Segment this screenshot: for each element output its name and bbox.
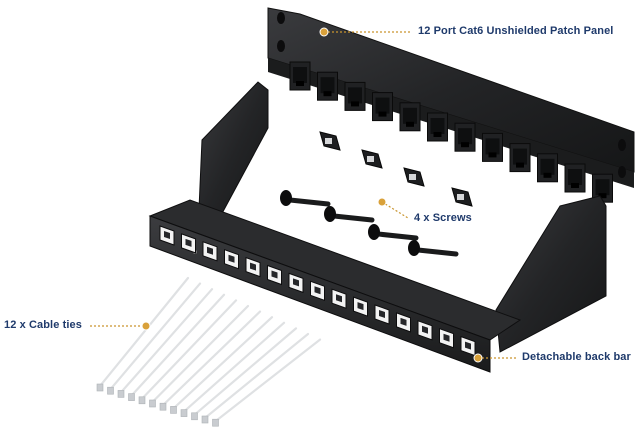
callout-dot — [319, 27, 329, 37]
cable-tie — [117, 288, 214, 398]
screw — [324, 206, 375, 223]
bar-slot — [245, 256, 261, 278]
bar-slot — [224, 248, 239, 270]
mount-hole — [277, 40, 285, 52]
cable-tie — [128, 293, 226, 401]
bar-slot — [353, 296, 368, 317]
bar-slot — [181, 233, 196, 254]
rj45-port — [454, 122, 476, 152]
cable-tie — [201, 332, 310, 424]
cage-nut — [361, 149, 383, 169]
panel-label: 12 Port Cat6 Unshielded Patch Panel — [418, 25, 614, 37]
callout-dot — [141, 321, 151, 331]
mount-hole — [618, 139, 626, 151]
bar-slot — [417, 320, 433, 341]
rj45-port — [564, 163, 586, 193]
rj45-port — [427, 112, 448, 142]
bar-slot — [396, 312, 411, 333]
mount-hole — [277, 12, 285, 24]
cable-ties-label: 12 x Cable ties — [4, 319, 82, 331]
screw — [280, 190, 331, 207]
callout-panel — [319, 27, 412, 37]
mount-hole — [618, 166, 626, 178]
bar-slot — [288, 272, 304, 294]
rj45-port — [537, 153, 558, 183]
cage-nut — [451, 187, 473, 207]
back-bar — [148, 81, 607, 373]
callout-ties — [90, 321, 151, 331]
bar-slot — [202, 241, 218, 262]
cable-tie — [149, 304, 250, 408]
bar-slot — [159, 225, 175, 246]
bar-slot — [439, 327, 454, 349]
bar-slot — [374, 304, 390, 325]
bar-slot — [310, 280, 325, 302]
cable-tie — [107, 282, 202, 395]
cable-tie — [138, 299, 238, 405]
rj45-port — [509, 143, 531, 173]
callout-dot — [473, 353, 483, 363]
cable-tie — [96, 276, 190, 392]
back-bar-label: Detachable back bar — [522, 351, 631, 363]
cable-tie — [212, 338, 322, 427]
callout-screws — [377, 197, 409, 219]
screw — [368, 224, 419, 241]
rj45-port — [372, 92, 393, 122]
rj45-port — [317, 71, 338, 101]
rj45-port — [344, 81, 366, 111]
rj45-port — [399, 102, 421, 132]
rj45-port — [289, 61, 311, 91]
callout-dot — [377, 197, 387, 207]
cable-tie — [191, 327, 298, 421]
screw — [408, 240, 459, 257]
bar-slot — [267, 264, 282, 286]
rj45-port — [592, 173, 613, 203]
cable-tie — [170, 316, 274, 414]
screws-label: 4 x Screws — [414, 212, 472, 224]
cage-nut — [403, 167, 425, 187]
patch-panel — [267, 7, 635, 203]
cage-nut — [319, 131, 341, 151]
callout-bar — [473, 353, 518, 363]
cable-tie — [180, 321, 286, 417]
rj45-port — [482, 132, 503, 162]
cable-tie — [159, 310, 262, 411]
bar-slot — [331, 288, 347, 309]
